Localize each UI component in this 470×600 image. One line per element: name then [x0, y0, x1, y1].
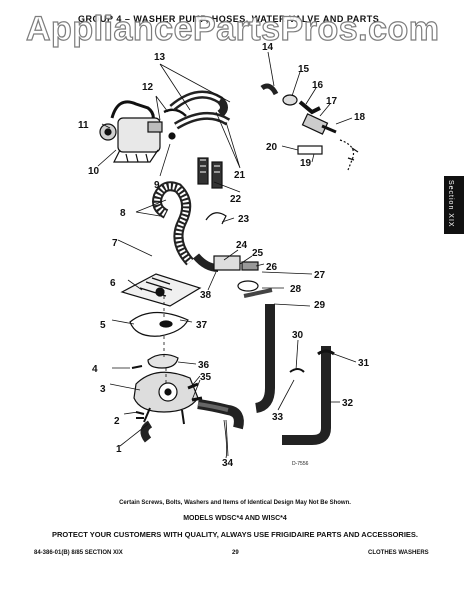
callout-2: 2 — [114, 416, 120, 427]
drain-hose-corrugated — [152, 181, 219, 272]
callout-8: 8 — [120, 208, 126, 219]
callout-38: 38 — [200, 290, 212, 301]
slogan-caption: PROTECT YOUR CUSTOMERS WITH QUALITY, ALW… — [51, 530, 418, 539]
callout-6: 6 — [110, 278, 116, 289]
callout-19: 19 — [300, 158, 312, 169]
diagram-header: GROUP 4 – WASHER PUMP, HOSES, WATER VALV… — [78, 14, 380, 24]
callout-5: 5 — [100, 320, 106, 331]
pump-body — [133, 371, 203, 425]
callout-3: 3 — [100, 384, 106, 395]
callout-9: 9 — [154, 180, 160, 191]
pump-hose-small — [140, 420, 153, 443]
water-valve-assembly — [99, 100, 187, 163]
callout-31: 31 — [358, 358, 370, 369]
callout-29: 29 — [314, 300, 326, 311]
callout-7: 7 — [112, 238, 118, 249]
callout-21: 21 — [234, 170, 246, 181]
footer-left: 84-386-01(B) 8/85 SECTION XIX — [34, 550, 123, 556]
callout-36: 36 — [198, 360, 210, 371]
callout-numbers: 1 2 3 4 5 6 7 8 9 10 11 12 13 14 15 16 1… — [78, 42, 370, 469]
callout-11: 11 — [78, 120, 89, 131]
callout-16: 16 — [312, 80, 324, 91]
callout-leaders — [97, 51, 357, 457]
footer-right: CLOTHES WASHERS — [368, 550, 429, 556]
callout-4: 4 — [92, 364, 98, 375]
callout-37: 37 — [196, 320, 208, 331]
callout-35: 35 — [200, 372, 212, 383]
drain-standpipe — [254, 304, 275, 413]
section-tab-label: Section XIX — [447, 180, 454, 228]
mounting-plate — [120, 273, 202, 307]
callout-22: 22 — [230, 194, 242, 205]
pump-seal — [129, 311, 189, 337]
drawing-code: D-7556 — [292, 461, 309, 467]
callout-28: 28 — [290, 284, 302, 295]
pump-outlet-connector — [213, 255, 273, 298]
callout-34: 34 — [222, 458, 234, 469]
callout-27: 27 — [314, 270, 326, 281]
watermark: AppliancePartsPros.com — [25, 9, 440, 48]
callout-17: 17 — [326, 96, 338, 107]
hose-clip — [205, 212, 227, 225]
callout-14: 14 — [262, 42, 274, 53]
callout-23: 23 — [238, 214, 250, 225]
callout-12: 12 — [142, 82, 154, 93]
callout-1: 1 — [116, 444, 122, 455]
models-caption: MODELS WDSC*4 AND WISC*4 — [183, 515, 287, 522]
note-caption: Certain Screws, Bolts, Washers and Items… — [119, 500, 351, 506]
callout-26: 26 — [266, 262, 278, 273]
callout-10: 10 — [88, 166, 100, 177]
hose-couplings — [197, 157, 223, 189]
drain-pipe — [282, 346, 331, 445]
callout-25: 25 — [252, 248, 264, 259]
fill-fittings — [260, 83, 359, 171]
pump-gasket — [147, 353, 179, 369]
callout-33: 33 — [272, 412, 284, 423]
retaining-clip — [289, 368, 305, 373]
callout-13: 13 — [154, 52, 166, 63]
callout-18: 18 — [354, 112, 366, 123]
callout-24: 24 — [236, 240, 248, 251]
callout-30: 30 — [292, 330, 304, 341]
section-tab: Section XIX — [444, 176, 464, 234]
pipe-clamp — [317, 349, 335, 356]
inlet-hoses — [169, 90, 231, 130]
callout-32: 32 — [342, 398, 354, 409]
callout-15: 15 — [298, 64, 310, 75]
callout-20: 20 — [266, 142, 278, 153]
footer-page-number: 29 — [232, 550, 239, 556]
